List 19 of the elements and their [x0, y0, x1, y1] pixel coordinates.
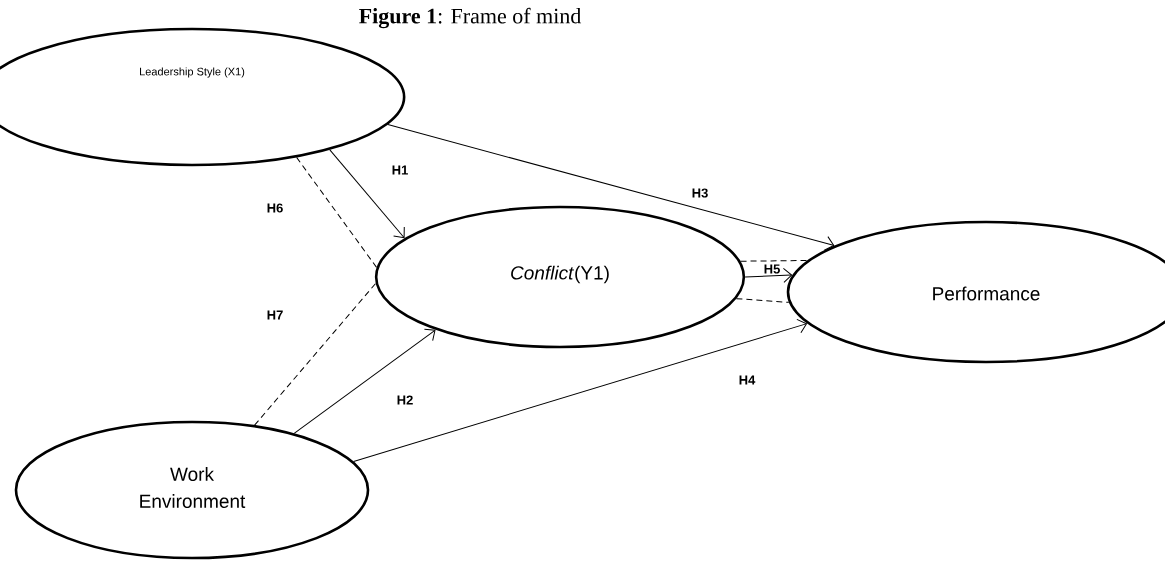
figure-title: Figure 1: Frame of mind [359, 7, 582, 29]
arrow [744, 267, 793, 283]
arrow [329, 149, 405, 239]
arrow [353, 318, 808, 462]
edge-label: H1 [391, 165, 409, 175]
edge-label: H7 [266, 310, 284, 320]
dashed-line [735, 298, 790, 303]
arrow [293, 328, 436, 434]
edge-label: H6 [266, 202, 284, 214]
edge-label: H3 [691, 187, 709, 199]
edge-label: H2 [396, 394, 414, 406]
ellipse-node: Work Environment [14, 420, 370, 560]
dashed-line [740, 260, 808, 262]
dashed-line [254, 282, 377, 426]
dashed-line [296, 156, 378, 268]
arrow [387, 124, 835, 251]
edge-label: H4 [738, 375, 756, 385]
edge-label: H5 [763, 263, 781, 275]
ellipse-node: Conflict(Y1) [374, 205, 746, 349]
